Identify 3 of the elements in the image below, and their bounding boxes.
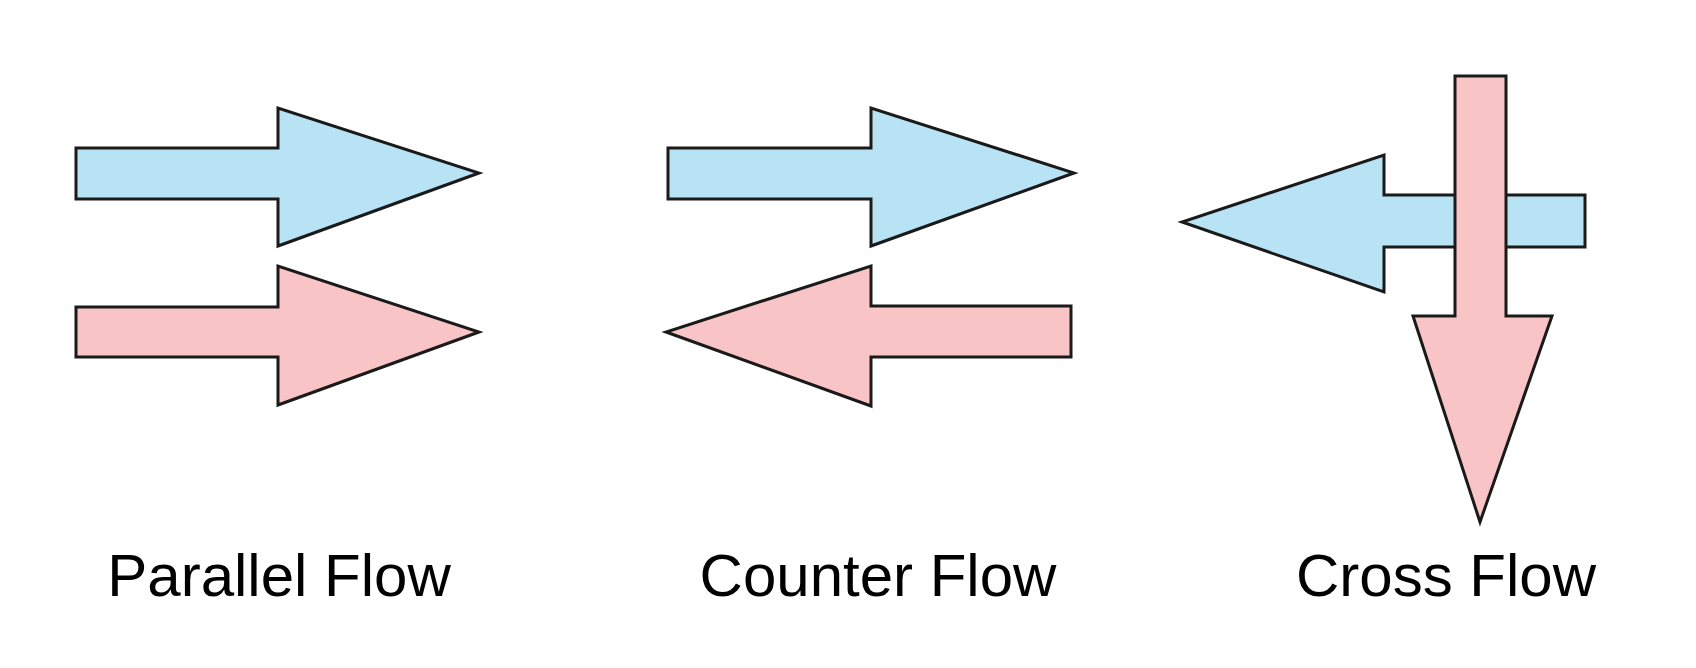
caption-text: Parallel Flow bbox=[107, 542, 451, 609]
caption-text: Cross Flow bbox=[1296, 542, 1596, 609]
caption-text: Counter Flow bbox=[699, 542, 1057, 609]
